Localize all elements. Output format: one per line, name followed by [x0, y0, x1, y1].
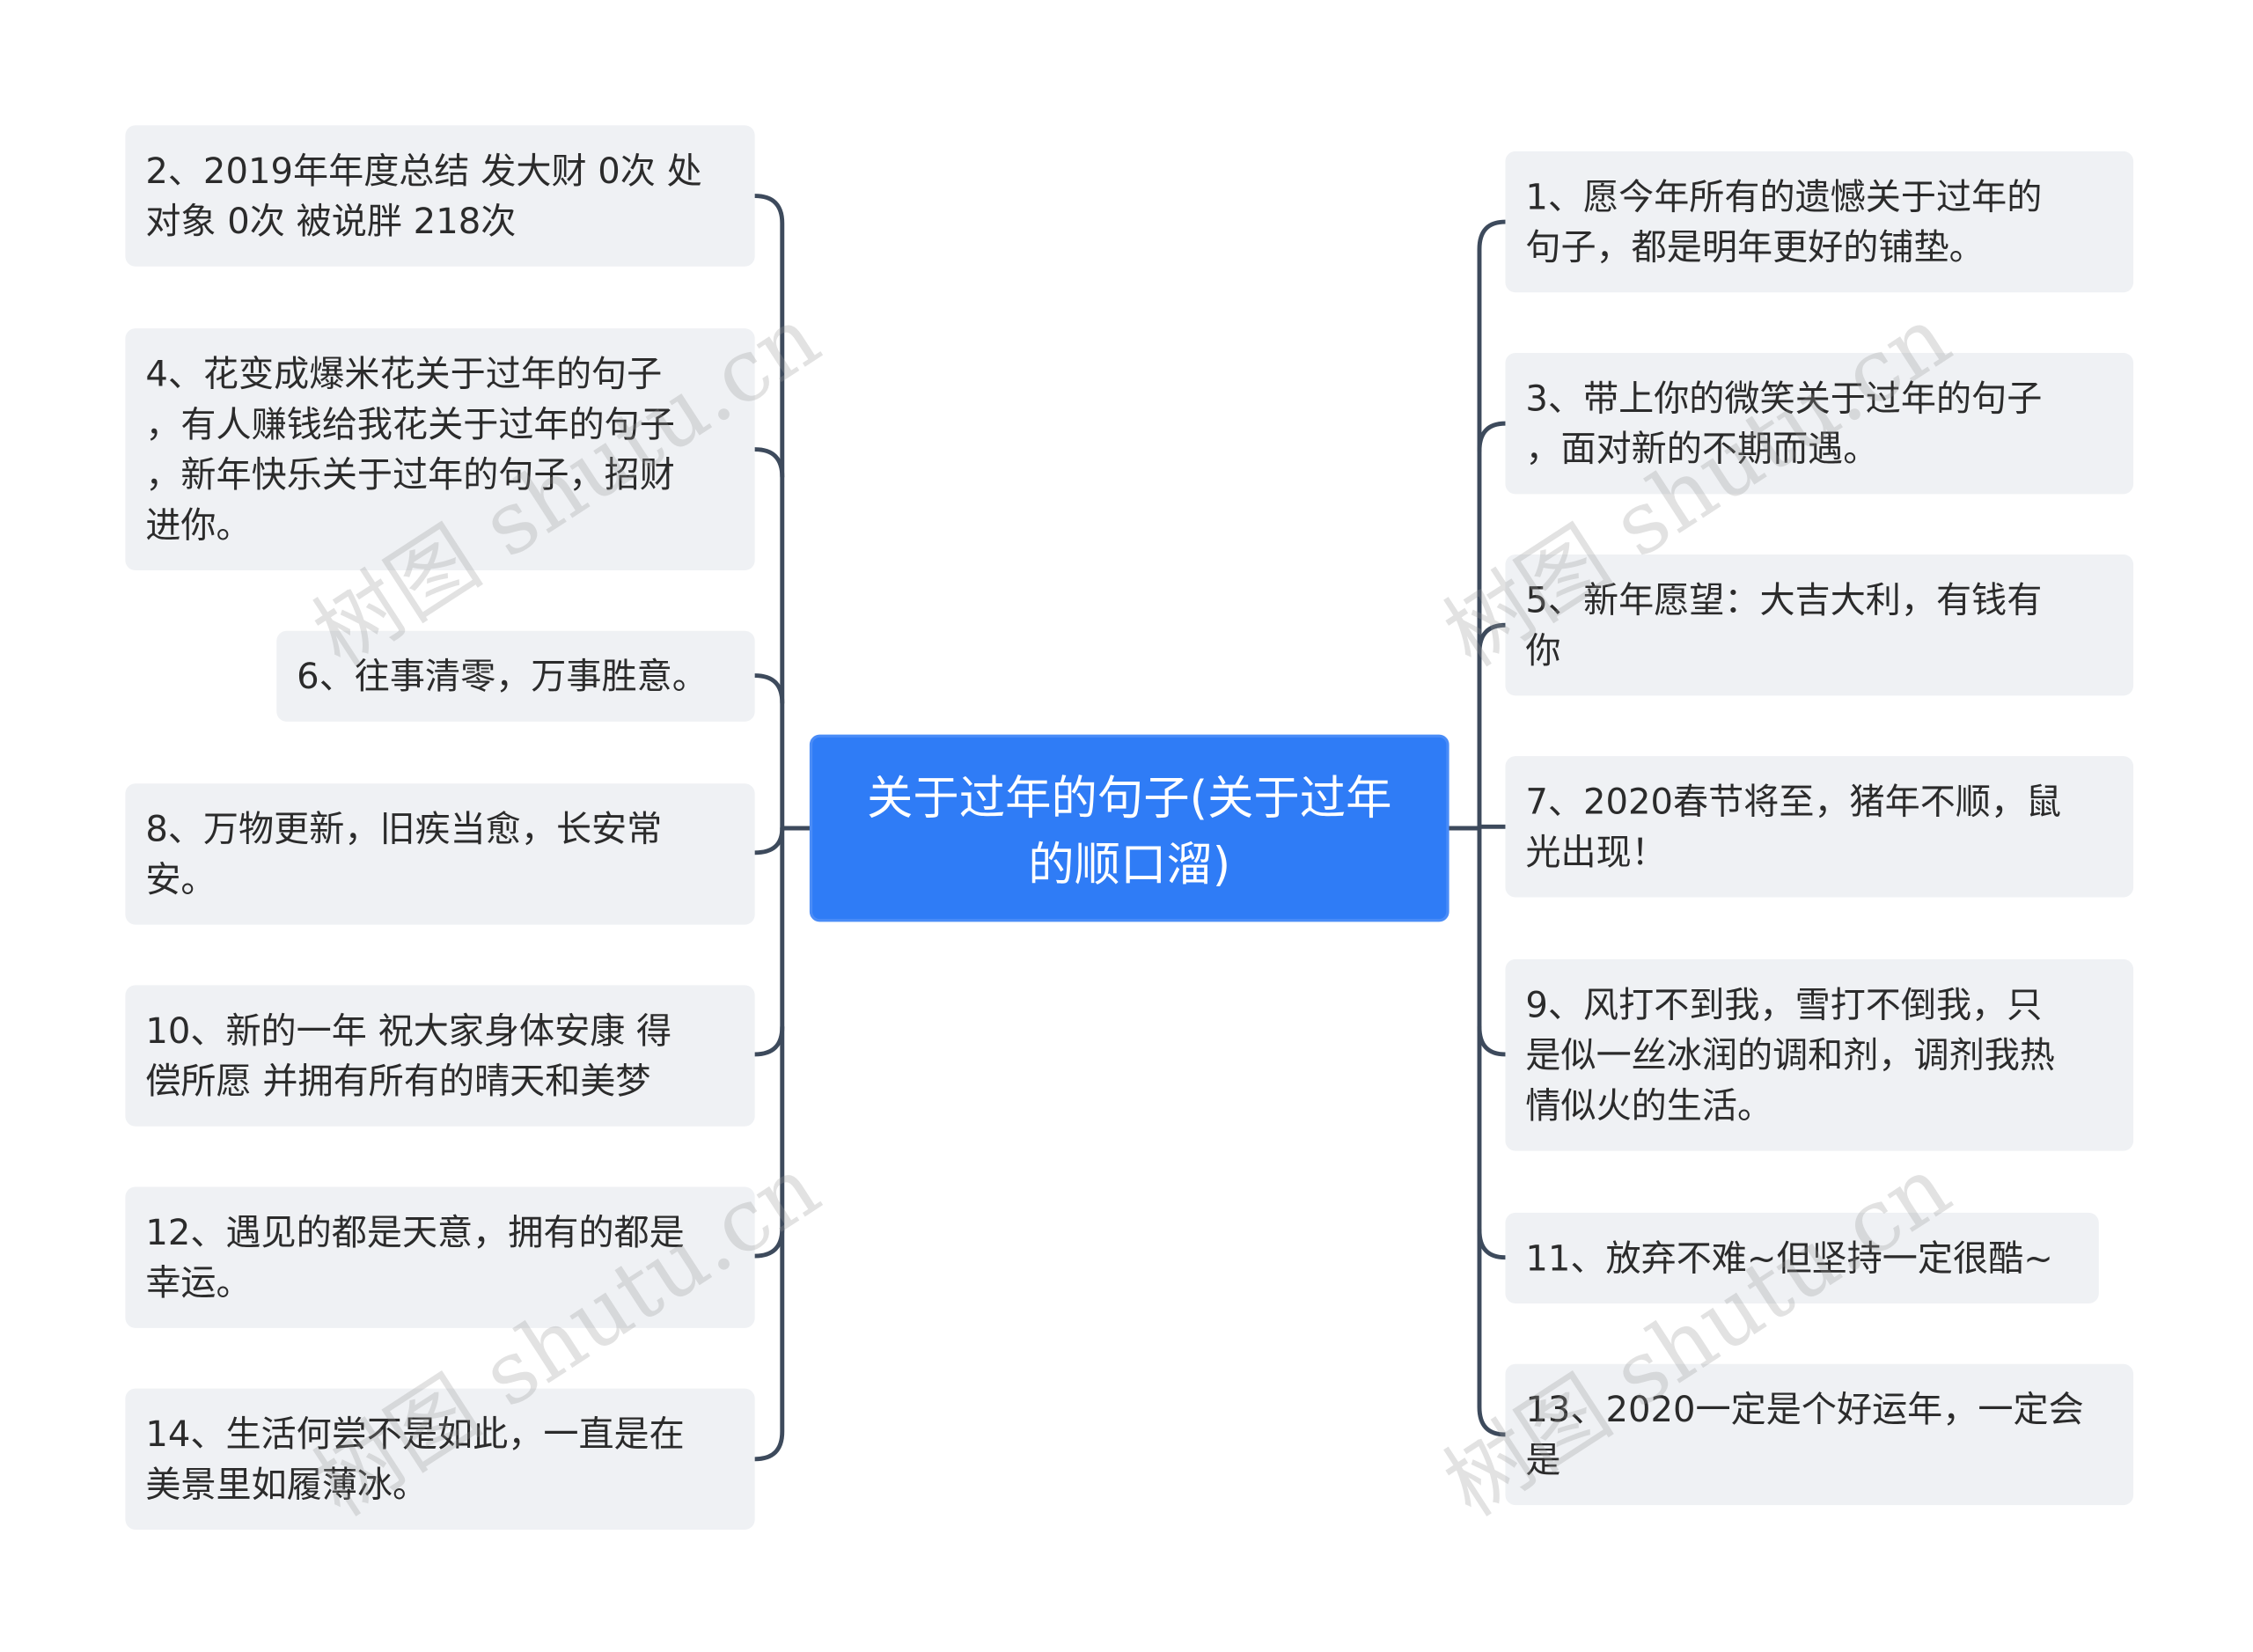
topic-node-left-7[interactable]: 14、生活何尝不是如此，一直是在 美景里如履薄冰。 — [125, 1388, 755, 1530]
node-line: 9、风打不到我，雪打不倒我，只 — [1525, 983, 2043, 1026]
topic-node-left-5[interactable]: 10、新的一年 祝大家身体安康 得 偿所愿 并拥有所有的晴天和美梦 — [125, 985, 755, 1127]
topic-node-right-6[interactable]: 11、放弃不难~但坚持一定很酷~ — [1505, 1212, 2099, 1304]
node-line: 12、遇见的都是天意，拥有的都是 — [145, 1211, 685, 1253]
node-line: 7、2020春节将至，猪年不顺，鼠 — [1525, 780, 2062, 823]
topic-node-left-6[interactable]: 12、遇见的都是天意，拥有的都是 幸运。 — [125, 1186, 755, 1328]
node-line: ，面对新的不期而遇。 — [1525, 428, 1879, 470]
connector-left-5 — [752, 1024, 785, 1057]
node-line: 4、花变成爆米花关于过年的句子 — [145, 352, 663, 395]
connector-left-spine — [752, 194, 785, 1462]
node-line: 5、新年愿望：大吉大利，有钱有 — [1525, 578, 2043, 621]
node-line: 偿所愿 并拥有所有的晴天和美梦 — [145, 1060, 651, 1102]
topic-node-right-1[interactable]: 1、愿今年所有的遗憾关于过年的 句子，都是明年更好的铺垫。 — [1505, 151, 2134, 293]
node-line: 1、愿今年所有的遗憾关于过年的 — [1525, 175, 2043, 218]
central-topic[interactable]: 关于过年的句子(关于过年 的顺口溜) — [809, 734, 1449, 922]
connector-right-3 — [1477, 622, 1508, 655]
topic-node-left-3[interactable]: 6、往事清零，万事胜意。 — [276, 630, 755, 722]
node-line: 14、生活何尝不是如此，一直是在 — [145, 1413, 685, 1455]
node-line: 句子，都是明年更好的铺垫。 — [1525, 225, 1985, 268]
connector-left-2 — [752, 447, 785, 480]
node-line: 安。 — [145, 858, 216, 900]
node-line: 情似火的生活。 — [1525, 1084, 1773, 1127]
node-line: 进你。 — [145, 503, 252, 547]
connector-right-5 — [1477, 1024, 1508, 1057]
node-line: 8、万物更新，旧疾当愈，长安常 — [145, 808, 663, 850]
node-line: 13、2020一定是个好运年，一定会 — [1525, 1388, 2084, 1431]
node-line: 是 — [1525, 1438, 1561, 1481]
topic-node-right-3[interactable]: 5、新年愿望：大吉大利，有钱有 你 — [1505, 554, 2134, 696]
connector-left-6 — [752, 1226, 785, 1259]
node-line: 美景里如履薄冰。 — [145, 1463, 429, 1506]
node-line: 3、带上你的微笑关于过年的句子 — [1525, 377, 2043, 420]
topic-node-right-7[interactable]: 13、2020一定是个好运年，一定会 是 — [1505, 1363, 2134, 1506]
topic-node-left-1[interactable]: 2、2019年年度总结 发大财 0次 处 对象 0次 被说胖 218次 — [125, 125, 755, 267]
node-line: ，新年快乐关于过年的句子，招财 — [145, 453, 675, 496]
node-line: 是似一丝冰润的调和剂，调剂我热 — [1525, 1034, 2055, 1076]
node-line: 对象 0次 被说胖 218次 — [145, 200, 517, 242]
node-line: 6、往事清零，万事胜意。 — [297, 655, 708, 698]
node-line: 2、2019年年度总结 发大财 0次 处 — [145, 150, 702, 192]
node-line: 你 — [1525, 629, 1561, 672]
topic-node-right-4[interactable]: 7、2020春节将至，猪年不顺，鼠 光出现！ — [1505, 756, 2134, 898]
connector-right-2 — [1477, 421, 1508, 453]
node-line: ，有人赚钱给我花关于过年的句子 — [145, 403, 675, 445]
topic-node-left-4[interactable]: 8、万物更新，旧疾当愈，长安常 安。 — [125, 783, 755, 925]
central-topic-line-2: 的顺口溜) — [1028, 836, 1231, 892]
node-line: 幸运。 — [145, 1261, 252, 1304]
connector-right-6 — [1477, 1228, 1508, 1260]
topic-node-right-5[interactable]: 9、风打不到我，雪打不倒我，只 是似一丝冰润的调和剂，调剂我热 情似火的生活。 — [1505, 958, 2134, 1151]
topic-node-right-2[interactable]: 3、带上你的微笑关于过年的句子 ，面对新的不期而遇。 — [1505, 352, 2134, 495]
node-line: 光出现！ — [1525, 831, 1667, 873]
node-line: 11、放弃不难~但坚持一定很酷~ — [1525, 1237, 2053, 1280]
central-topic-line-1: 关于过年的句子(关于过年 — [866, 770, 1392, 826]
node-line: 10、新的一年 祝大家身体安康 得 — [145, 1010, 672, 1052]
topic-node-left-2[interactable]: 4、花变成爆米花关于过年的句子 ，有人赚钱给我花关于过年的句子 ，新年快乐关于过… — [125, 328, 755, 571]
connector-left-3 — [752, 673, 785, 706]
connector-left-4 — [752, 826, 785, 855]
